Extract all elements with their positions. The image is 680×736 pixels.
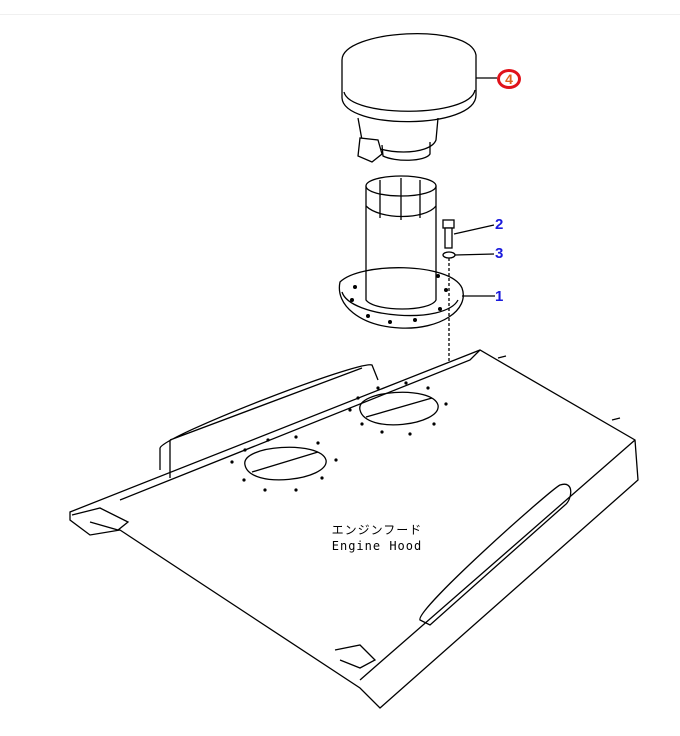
hood-label-japanese: エンジンフード xyxy=(331,523,423,537)
part-1-intake-pipe[interactable] xyxy=(338,175,495,329)
engine-hood xyxy=(69,349,639,709)
top-divider xyxy=(0,14,680,15)
callout-4[interactable]: 4 xyxy=(497,69,521,89)
callout-3[interactable]: 3 xyxy=(495,245,504,262)
callout-2[interactable]: 2 xyxy=(495,216,504,233)
callout-1[interactable]: 1 xyxy=(495,288,504,305)
part-4-air-cleaner-cap[interactable] xyxy=(341,33,497,163)
hood-label-english: Engine Hood xyxy=(331,539,423,553)
part-2-bolt[interactable] xyxy=(442,219,495,249)
